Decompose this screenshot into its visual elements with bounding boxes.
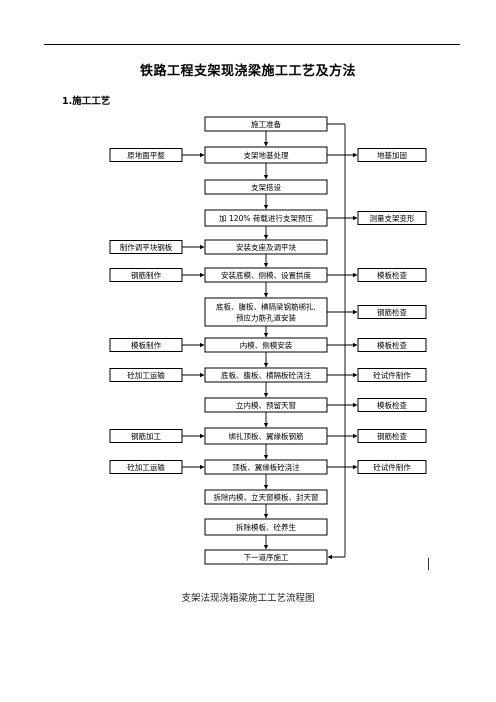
main-step-10-label: 立内模、预留天窗 bbox=[236, 400, 296, 410]
main-step-7-box bbox=[204, 297, 328, 327]
right-check-11-label: 钢筋检查 bbox=[377, 431, 407, 441]
right-check-9-box bbox=[357, 368, 427, 382]
left-input-2-label: 原地面平整 bbox=[127, 150, 165, 160]
right-check-4-box bbox=[357, 211, 427, 225]
right-check-7-label: 钢筋检查 bbox=[377, 307, 407, 317]
left-input-9-label: 砼加工运输 bbox=[127, 370, 165, 380]
main-step-7-label: 底板、腹板、横隔梁钢筋绑扎, bbox=[216, 302, 316, 312]
right-check-6-box bbox=[357, 268, 427, 282]
main-step-14-label: 拆除模板、砼养生 bbox=[236, 522, 296, 532]
right-check-2-label: 地基加固 bbox=[377, 150, 407, 160]
main-step-3-label: 支架搭设 bbox=[251, 182, 281, 192]
main-step-13-label: 拆除内模、立天窗模板、封天窗 bbox=[214, 492, 319, 502]
right-check-6-label: 模板检查 bbox=[377, 270, 407, 280]
figure-caption: 支架法现浇箱梁施工工艺流程图 bbox=[181, 593, 315, 604]
left-input-6-label: 钢筋制作 bbox=[131, 270, 161, 280]
main-step-15-box bbox=[204, 549, 328, 565]
right-check-9-label: 砼试件制作 bbox=[373, 370, 411, 380]
main-step-7-label: 预应力筋孔道安装 bbox=[236, 313, 296, 323]
right-check-7-box bbox=[357, 305, 427, 319]
main-step-11-label: 绑扎顶板、翼缘板钢筋 bbox=[229, 431, 304, 441]
right-check-12-label: 砼试件制作 bbox=[373, 462, 411, 472]
main-step-2-label: 支架地基处理 bbox=[244, 150, 289, 160]
right-check-12-box bbox=[357, 460, 427, 474]
left-input-5-label: 制作调平块钢板 bbox=[120, 242, 173, 252]
main-step-12-label: 顶板、翼缘板砼浇注 bbox=[232, 462, 300, 472]
main-step-8-label: 内模、侧模安装 bbox=[240, 340, 293, 350]
text-cursor bbox=[428, 558, 429, 570]
main-step-9-label: 底板、腹板、横隔板砼浇注 bbox=[221, 370, 311, 380]
left-input-12-label: 砼加工运输 bbox=[127, 462, 165, 472]
document-title: 铁路工程支架现浇梁施工工艺及方法 bbox=[139, 64, 356, 79]
section-heading: 1.施工工艺 bbox=[62, 96, 111, 107]
main-step-4-label: 加 120% 荷载进行支架预压 bbox=[219, 213, 313, 223]
header-rule bbox=[44, 44, 460, 45]
right-check-11-box bbox=[357, 429, 427, 443]
left-input-11-label: 钢筋加工 bbox=[131, 431, 161, 441]
main-step-5-label: 安装支座及调平块 bbox=[236, 242, 296, 252]
right-check-10-label: 模板检查 bbox=[377, 400, 407, 410]
right-check-4-label: 测量支架变形 bbox=[370, 213, 415, 223]
left-input-8-label: 模板制作 bbox=[131, 340, 161, 350]
main-step-15-label: 下一道序施工 bbox=[244, 552, 289, 562]
right-check-8-label: 模板检查 bbox=[377, 340, 407, 350]
right-check-10-box bbox=[357, 398, 427, 412]
right-check-8-box bbox=[357, 338, 427, 352]
main-step-6-label: 安装底模、侧模、设置拱度 bbox=[221, 270, 311, 280]
main-step-1-label: 施工准备 bbox=[251, 119, 281, 129]
right-check-2-box bbox=[357, 148, 427, 162]
